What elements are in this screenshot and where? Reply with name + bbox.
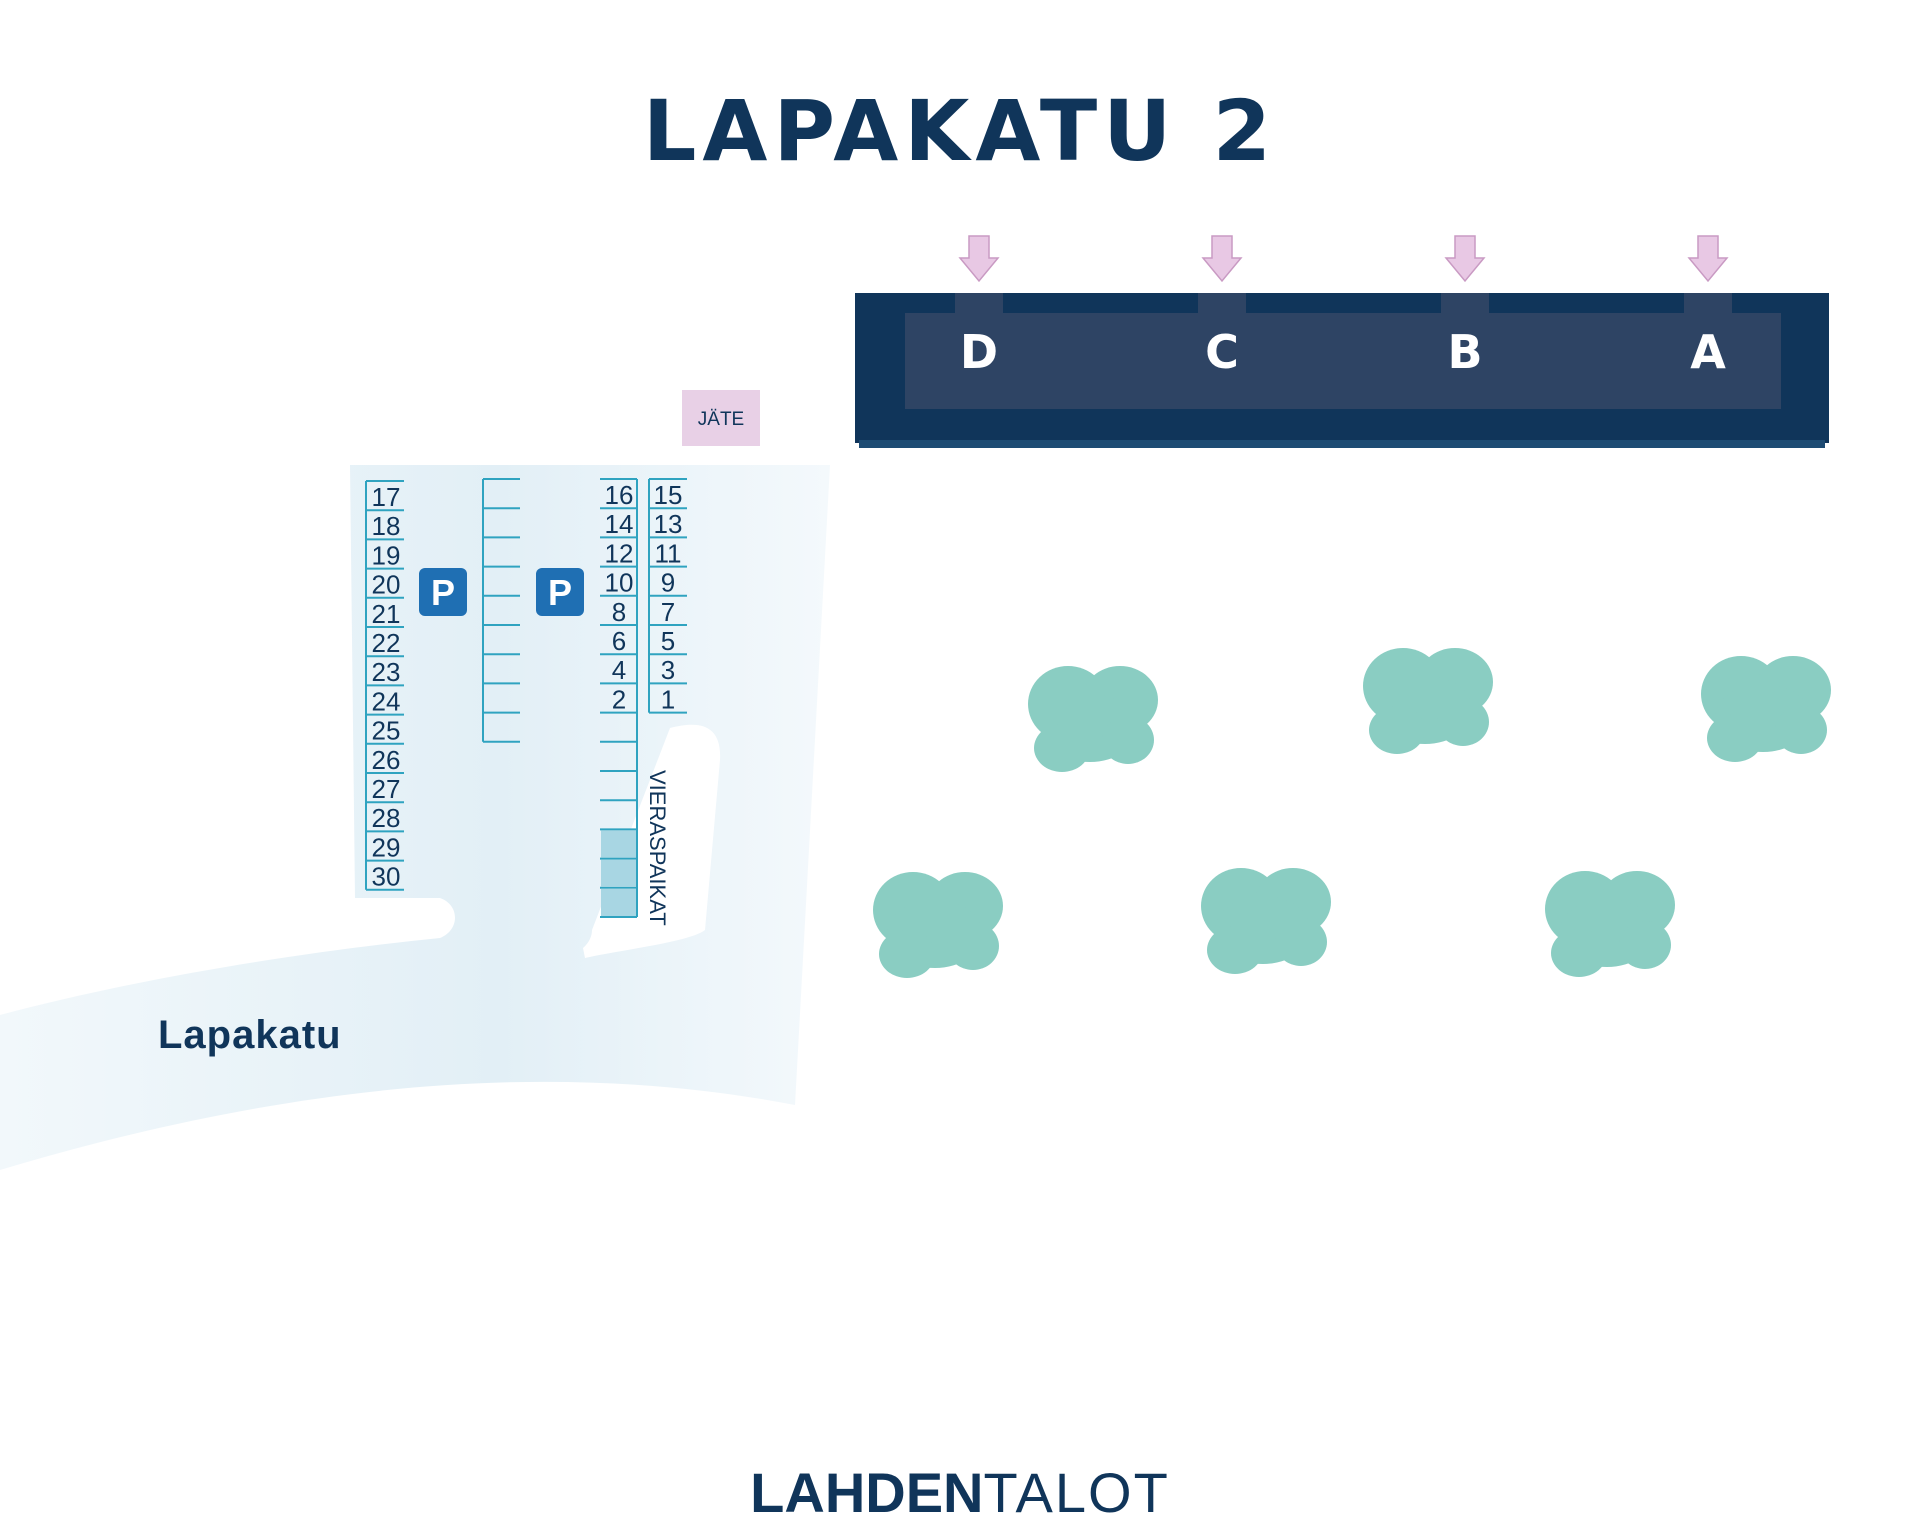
parking-spot-number: 10 xyxy=(605,568,634,598)
logo-light: TALOT xyxy=(984,1461,1170,1524)
parking-sign-icon: P xyxy=(419,568,467,616)
parking-spot-number: 29 xyxy=(372,832,401,862)
tree-icon xyxy=(873,872,1003,978)
parking-spot-number: 15 xyxy=(654,480,683,510)
parking-spot-number: 4 xyxy=(612,655,626,685)
parking-spot-number: 27 xyxy=(372,774,401,804)
logo-bold: LAHDEN xyxy=(750,1461,983,1524)
waste-label: JÄTE xyxy=(698,409,744,430)
parking-spot-number: 19 xyxy=(372,540,401,570)
parking-spot-number: 13 xyxy=(654,509,683,539)
parking-spot-number: 28 xyxy=(372,803,401,833)
parking-lot: 1718192021222324252627282930161412108642… xyxy=(365,478,687,926)
company-logo: LAHDENTALOT xyxy=(750,1461,1170,1524)
parking-spot-number: 26 xyxy=(372,745,401,775)
parking-spot-number: 22 xyxy=(372,628,401,658)
down-arrow-icon xyxy=(1201,235,1243,283)
parking-spot-number: 30 xyxy=(372,862,401,892)
parking-spot-number: 17 xyxy=(372,482,401,512)
parking-spot-number: 11 xyxy=(655,538,682,568)
entrance-label: B xyxy=(1447,325,1482,379)
tree-icon xyxy=(1201,868,1331,974)
guest-parking-spot xyxy=(601,888,636,916)
svg-text:P: P xyxy=(431,572,455,613)
parking-spot-number: 14 xyxy=(605,509,634,539)
svg-text:P: P xyxy=(548,572,572,613)
parking-spot-number: 9 xyxy=(661,568,675,598)
parking-spot-number: 1 xyxy=(661,684,675,714)
entrance-gap xyxy=(955,293,1003,313)
down-arrow-icon xyxy=(1444,235,1486,283)
entrance-gap xyxy=(1684,293,1732,313)
entrance-gap xyxy=(1198,293,1246,313)
parking-spot-number: 16 xyxy=(605,480,634,510)
street-label: Lapakatu xyxy=(158,1013,342,1057)
road-area xyxy=(0,465,830,1170)
tree-icon xyxy=(1363,648,1493,754)
parking-spot-number: 23 xyxy=(372,657,401,687)
entrance-label: A xyxy=(1690,325,1726,379)
parking-spot-number: 2 xyxy=(612,684,626,714)
entrance-label: D xyxy=(960,325,998,379)
tree-icon xyxy=(1028,666,1158,772)
guest-parking-spot xyxy=(601,859,636,887)
entrance-gap xyxy=(1441,293,1489,313)
parking-spot-number: 21 xyxy=(372,599,401,629)
down-arrow-icon xyxy=(958,235,1000,283)
down-arrow-icon xyxy=(1687,235,1729,283)
tree-icon xyxy=(1545,871,1675,977)
parking-spot-number: 6 xyxy=(612,626,626,656)
parking-spot-number: 24 xyxy=(372,686,401,716)
parking-spot-number: 5 xyxy=(661,626,675,656)
parking-column-unnumbered xyxy=(482,478,520,743)
entrance-label: C xyxy=(1205,325,1239,379)
trees xyxy=(873,648,1831,978)
tree-icon xyxy=(1701,656,1831,762)
parking-spot-number: 20 xyxy=(372,570,401,600)
page-title: LAPAKATU 2 xyxy=(643,82,1277,180)
parking-spot-number: 7 xyxy=(661,597,675,627)
parking-sign-icon: P xyxy=(536,568,584,616)
parking-spot-number: 3 xyxy=(661,655,675,685)
parking-spot-number: 25 xyxy=(372,716,401,746)
parking-spot-number: 8 xyxy=(612,597,626,627)
waste-area xyxy=(682,390,760,446)
guest-parking-spot xyxy=(601,830,636,858)
parking-spot-number: 18 xyxy=(372,511,401,541)
parking-spot-number: 12 xyxy=(605,538,634,568)
guest-parking-label: VIERASPAIKAT xyxy=(645,770,670,926)
